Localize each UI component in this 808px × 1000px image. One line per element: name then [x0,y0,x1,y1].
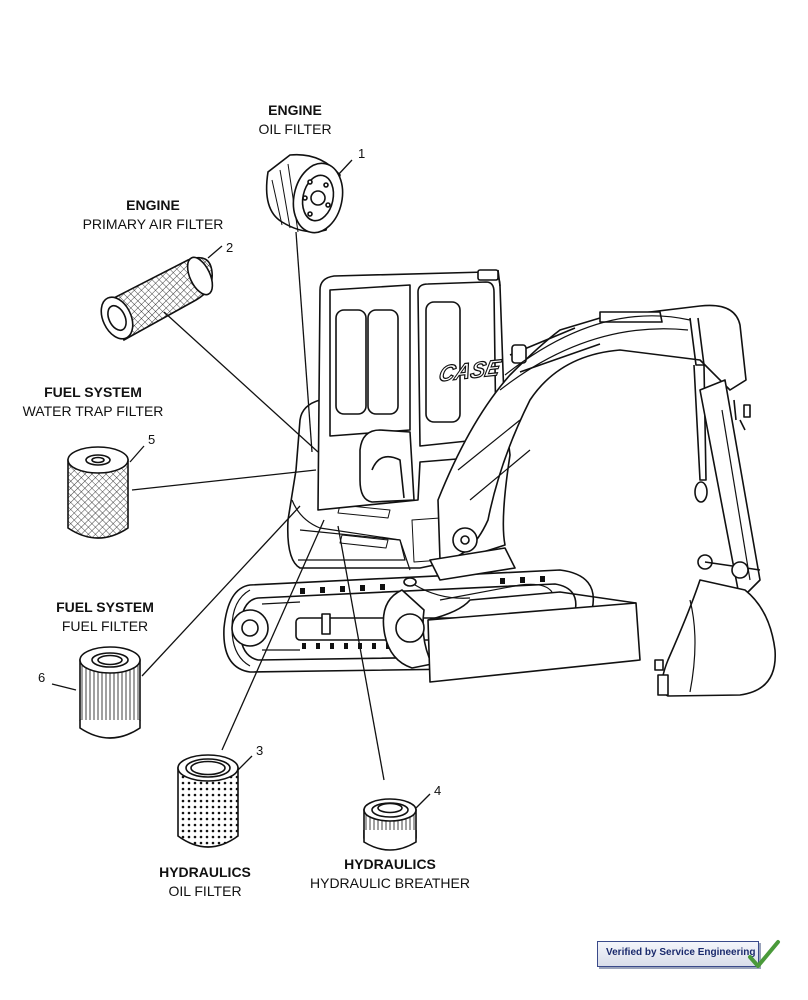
callout-number-1: 1 [358,146,366,161]
callout-number-5: 5 [148,432,156,447]
engine-oil-filter-icon [265,153,344,234]
hydraulic-breather-icon [363,798,417,851]
fuel-filter-icon [79,646,141,739]
primary-air-filter-icon [100,256,214,342]
water-trap-filter-icon [67,446,129,539]
callout-title: HYDRAULICS [344,856,436,872]
verified-badge-box: Verified by Service Engineering [597,941,759,967]
callout-number-6: 6 [38,670,46,685]
dozer-blade [427,583,641,683]
callout-label-water-trap-filter: FUEL SYSTEM WATER TRAP FILTER [12,383,174,421]
callout-label-engine-oil-filter: ENGINE OIL FILTER [230,101,360,139]
callout-number-3: 3 [256,743,264,758]
callout-label-hydraulic-oil-filter: HYDRAULICS OIL FILTER [140,863,270,901]
callout-number-2: 2 [226,240,234,255]
callout-label-fuel-filter: FUEL SYSTEM FUEL FILTER [40,598,170,636]
leader-lines [51,159,431,809]
callout-title: ENGINE [126,197,180,213]
boom-arm [403,304,761,601]
callout-subtitle: PRIMARY AIR FILTER [82,216,224,232]
callout-title: FUEL SYSTEM [44,384,142,400]
verified-badge-text: Verified by Service Engineering [606,947,756,958]
callout-subtitle: OIL FILTER [258,121,332,137]
operator-cab [317,269,507,511]
callout-label-hydraulic-breather: HYDRAULICS HYDRAULIC BREATHER [300,855,480,893]
verified-badge: Verified by Service Engineering [597,940,781,969]
bucket [654,579,776,697]
checkmark-icon [748,940,780,968]
hydraulic-oil-filter-icon [177,754,239,848]
callout-number-4: 4 [434,783,442,798]
excavator [223,269,776,697]
callout-title: ENGINE [268,102,322,118]
callout-title: HYDRAULICS [159,864,251,880]
callout-subtitle: OIL FILTER [168,883,242,899]
callout-subtitle: WATER TRAP FILTER [22,403,164,419]
callout-subtitle: HYDRAULIC BREATHER [310,875,470,891]
callout-title: FUEL SYSTEM [56,599,154,615]
callout-subtitle: FUEL FILTER [61,618,149,634]
callout-label-primary-air-filter: ENGINE PRIMARY AIR FILTER [68,196,238,234]
